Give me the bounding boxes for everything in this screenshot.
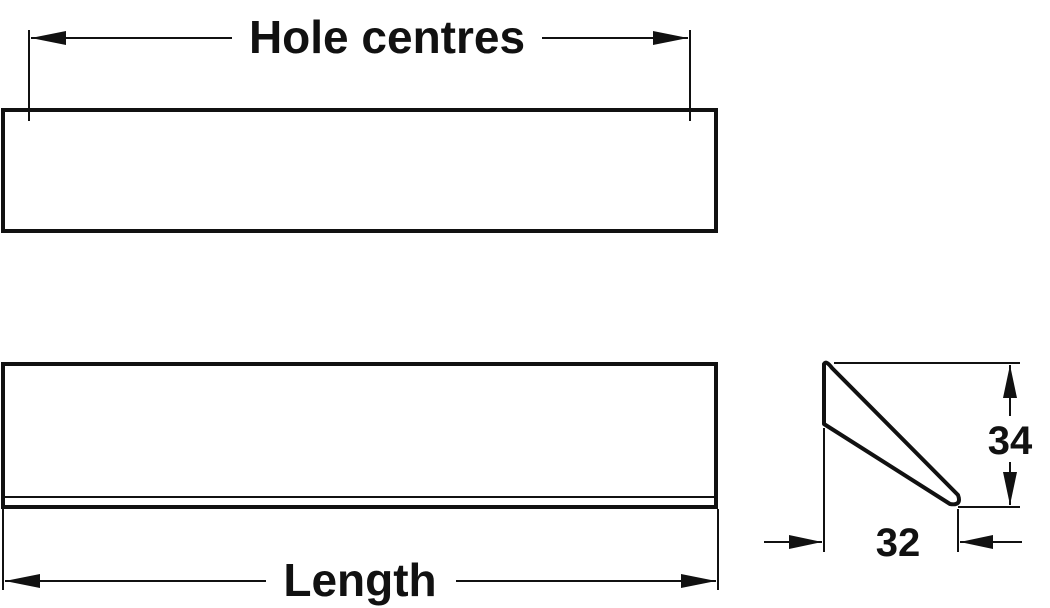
- hole-centres-arrow-left: [31, 31, 66, 45]
- length-arrow-left: [5, 574, 40, 588]
- top-view: [1, 108, 718, 233]
- top-view-outline: [1, 108, 718, 233]
- height-arrow-top: [1003, 365, 1017, 398]
- depth-label: 32: [876, 521, 921, 565]
- height-dimension: 34: [834, 362, 1033, 508]
- side-profile-outline: [822, 360, 961, 507]
- depth-arrow-right: [960, 535, 993, 549]
- length-label: Length: [283, 554, 436, 606]
- hole-centres-arrow-right: [653, 31, 688, 45]
- front-view: [1, 362, 718, 509]
- height-arrow-bottom: [1003, 472, 1017, 505]
- height-label: 34: [988, 419, 1033, 463]
- length-arrow-right: [681, 574, 716, 588]
- hole-centres-label: Hole centres: [249, 11, 525, 63]
- front-view-outline: [1, 362, 718, 509]
- length-dimension: Length: [2, 509, 719, 606]
- hole-centres-dimension: Hole centres: [28, 11, 691, 110]
- depth-arrow-left: [789, 535, 822, 549]
- depth-dimension: 32: [764, 428, 1022, 565]
- side-profile: [822, 360, 961, 507]
